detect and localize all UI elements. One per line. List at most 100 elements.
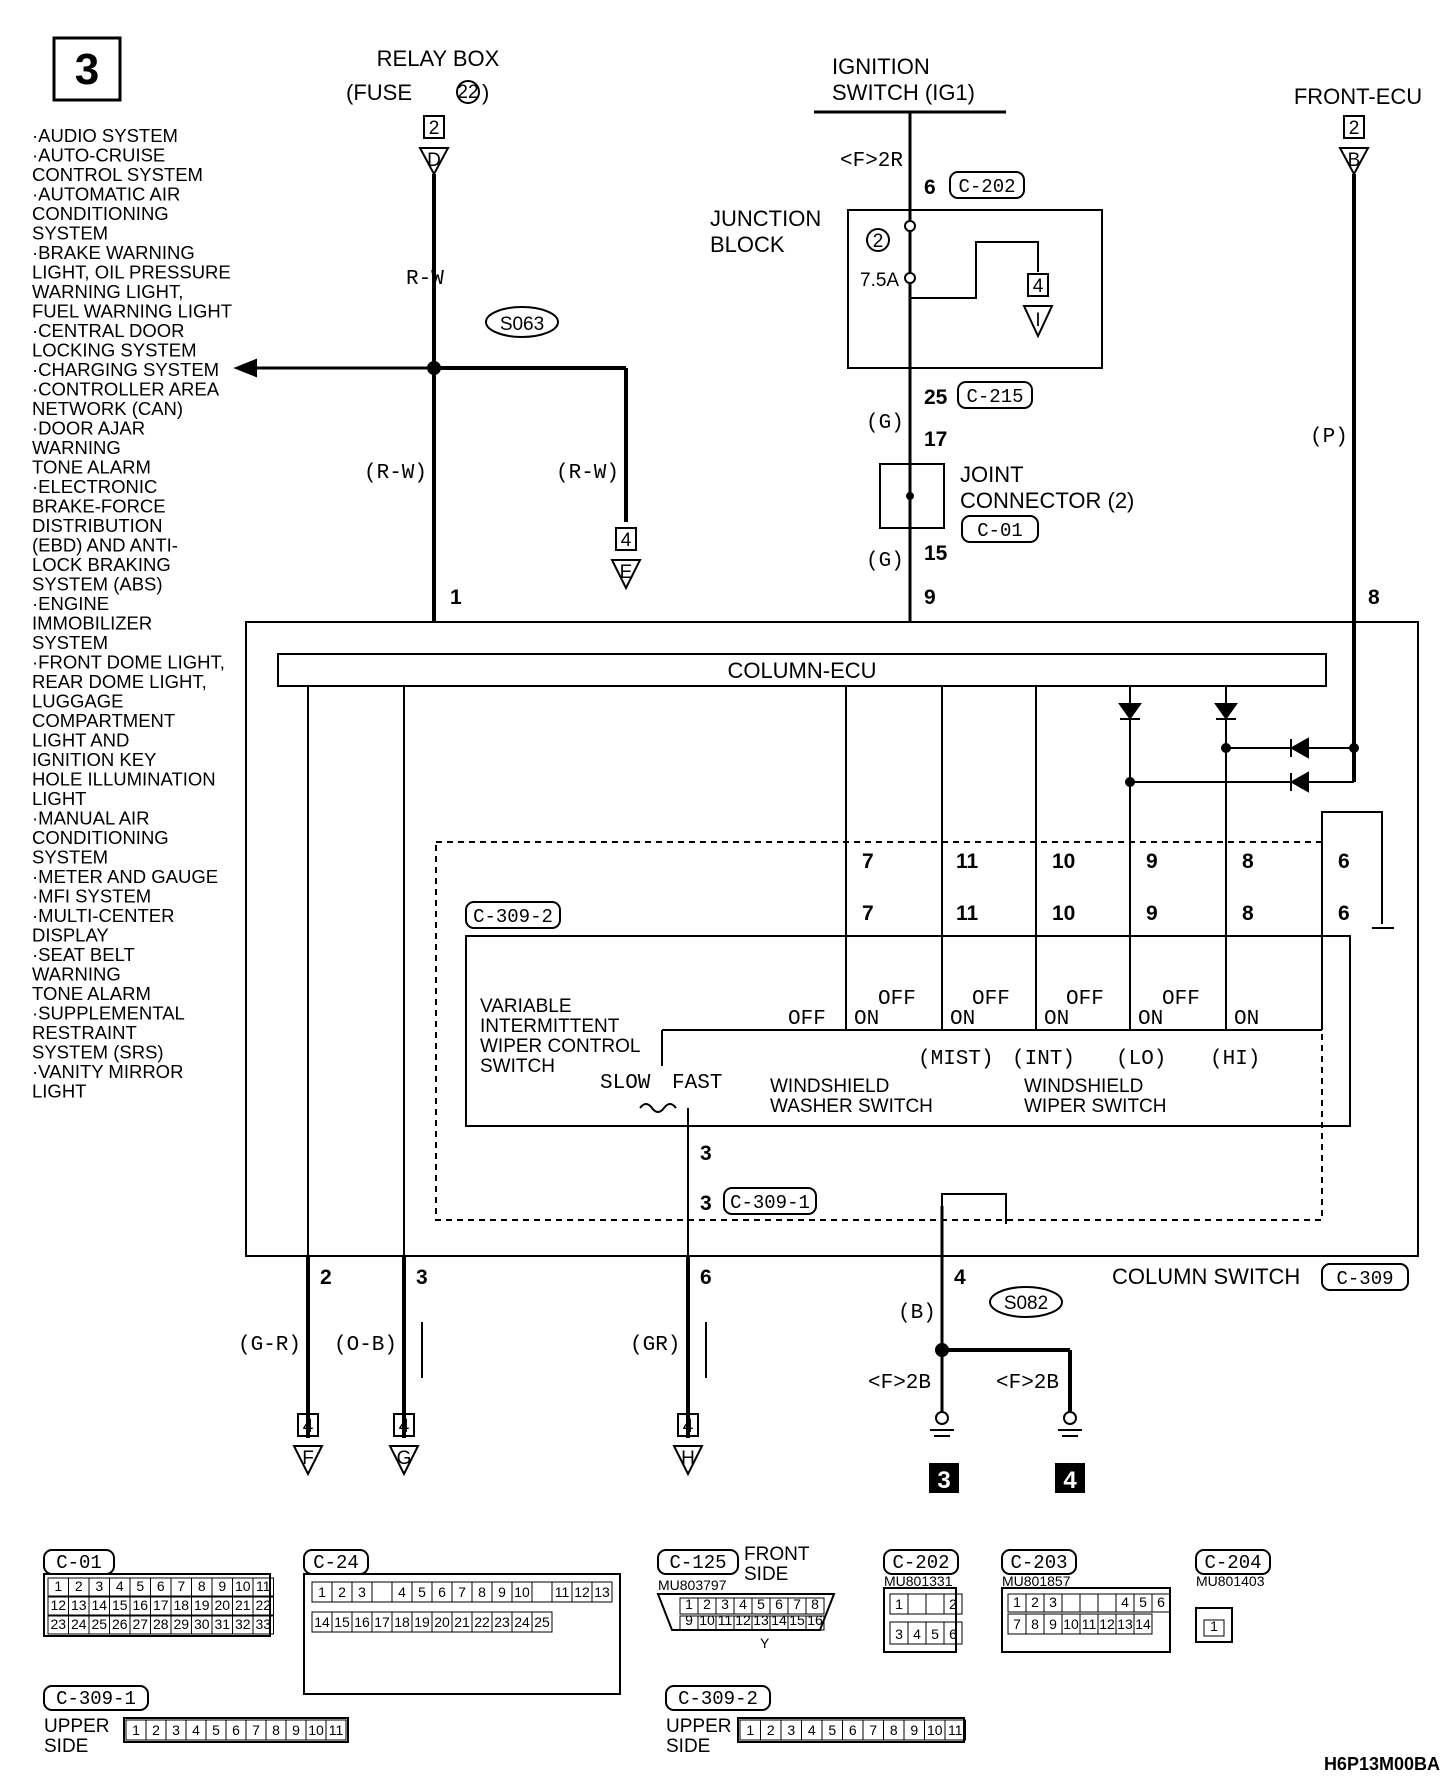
conn-c01-body — [43, 1573, 271, 1637]
pin-cell-number: 4 — [398, 1584, 406, 1600]
system-item: ·AUTOMATIC AIR — [32, 184, 180, 205]
cv-c204: C-204 — [1204, 1552, 1261, 1574]
system-item: SYSTEM — [32, 632, 108, 653]
ignition-label-2: SWITCH (IG1) — [832, 80, 975, 105]
ref-marker-e — [610, 559, 642, 591]
jb-fuse-number: 2 — [873, 231, 884, 252]
ref-marker-i — [1022, 305, 1054, 339]
fuse-number-circle — [866, 228, 890, 252]
pin-cell-number: 7 — [1013, 1616, 1021, 1632]
system-item: ·BRAKE WARNING — [32, 242, 195, 263]
pin-cell-number: 17 — [153, 1597, 169, 1613]
wire-label-gr2: (GR) — [630, 1334, 680, 1357]
pin-cell — [1203, 1619, 1225, 1637]
pin-cell-number: 11 — [948, 1722, 963, 1738]
system-item: ·VANITY MIRROR — [32, 1061, 183, 1082]
conn-c309: C-309 — [1336, 1268, 1393, 1290]
pin-cell-number: 27 — [132, 1616, 148, 1632]
ref-h-letter: H — [681, 1448, 695, 1469]
cv-c203: C-203 — [1010, 1552, 1067, 1574]
on-washer: ON — [854, 1008, 879, 1031]
pin-cell-number: 1 — [685, 1596, 693, 1612]
system-item: SYSTEM (SRS) — [32, 1042, 164, 1063]
system-item: CONTROL SYSTEM — [32, 164, 203, 185]
system-item: TONE ALARM — [32, 983, 151, 1004]
system-item: WARNING LIGHT, — [32, 281, 183, 302]
pin-cell-number: 2 — [703, 1596, 711, 1612]
pin-cell-number: 3 — [95, 1578, 103, 1594]
pin-cell-number: 19 — [414, 1614, 430, 1630]
pin-cell-number: 2 — [152, 1722, 160, 1738]
wiper-label-1: WINDSHIELD — [1024, 1076, 1143, 1097]
on-int: ON — [1044, 1008, 1069, 1031]
cv-c202: C-202 — [892, 1552, 949, 1574]
system-item: COMPARTMENT — [32, 710, 175, 731]
bottom-pin-2: 2 — [320, 1266, 332, 1289]
system-item: CONDITIONING — [32, 203, 169, 224]
system-item: ·ELECTRONIC — [32, 476, 157, 497]
system-item: IMMOBILIZER — [32, 613, 152, 634]
ref-g-letter: G — [397, 1448, 412, 1469]
conn-c215: C-215 — [966, 386, 1023, 408]
page-number: 3 — [75, 45, 99, 94]
ecu-pin-8: 8 — [1242, 850, 1254, 873]
system-item: ·SUPPLEMENTAL — [32, 1003, 185, 1024]
pin-cell — [943, 1593, 963, 1615]
system-item: ·METER AND GAUGE — [32, 866, 218, 887]
ref-e-num: 4 — [621, 530, 632, 551]
ground-terminal-3 — [935, 1411, 949, 1425]
c309-1-pin-3: 3 — [700, 1192, 712, 1215]
pin-cell-number: 3 — [358, 1584, 366, 1600]
pin-cell-number: 1 — [1210, 1618, 1218, 1634]
pin-cell-number: 7 — [793, 1596, 801, 1612]
pin-cell-number: 15 — [112, 1597, 128, 1613]
pin-cell-number: 7 — [869, 1722, 877, 1738]
pin-cell-number: 15 — [789, 1612, 805, 1628]
pin-cell-number: 9 — [498, 1584, 506, 1600]
pin-cell-number: 6 — [949, 1626, 957, 1642]
system-item: ·DOOR AJAR — [32, 418, 145, 439]
cv-c202-part: MU801331 — [884, 1573, 953, 1589]
pin-cell-number: 16 — [354, 1614, 370, 1630]
cv-side-2: SIDE — [666, 1736, 710, 1757]
ref-e-letter: E — [620, 562, 633, 583]
pin-cell-number: 25 — [91, 1616, 107, 1632]
conn-c204-body — [1195, 1607, 1233, 1643]
column-ecu-label: COLUMN-ECU — [727, 658, 876, 683]
pin-cell-number: 8 — [198, 1578, 206, 1594]
pin-cell-number: 23 — [50, 1616, 66, 1632]
pin-cell-number: 16 — [132, 1597, 148, 1613]
ref-marker-f — [292, 1445, 324, 1477]
pin-cell-number: 3 — [172, 1722, 180, 1738]
system-item: REAR DOME LIGHT, — [32, 671, 207, 692]
pin-cell-number: 22 — [255, 1597, 271, 1613]
system-item: WARNING — [32, 964, 121, 985]
system-item: BRAKE-FORCE — [32, 496, 166, 517]
pin-cell-number: 4 — [192, 1722, 200, 1738]
ecu-pin-7: 7 — [862, 850, 874, 873]
pin-cell-number: 17 — [374, 1614, 390, 1630]
pin-cell-number: 3 — [1049, 1594, 1057, 1610]
pin-cell-number: 5 — [757, 1596, 765, 1612]
drawing-code: H6P13M00BA — [1324, 1754, 1440, 1774]
pin-cell-number: 10 — [699, 1612, 715, 1628]
ref-marker-d — [418, 147, 450, 177]
joint-connector-2: CONNECTOR (2) — [960, 488, 1134, 513]
ref-i-letter: I — [1035, 310, 1040, 331]
cv-c203-part: MU801857 — [1002, 1573, 1071, 1589]
mist-label: (MIST) — [918, 1048, 994, 1071]
system-item: LOCKING SYSTEM — [32, 340, 196, 361]
cv-c125-part: MU803797 — [658, 1577, 727, 1593]
pin-cell-number: 18 — [173, 1597, 189, 1613]
system-item: ·MULTI-CENTER — [32, 905, 175, 926]
cv-c01: C-01 — [56, 1552, 102, 1574]
variable-label-2: INTERMITTENT — [480, 1016, 620, 1037]
diode — [1214, 703, 1238, 720]
sw-pin-6: 6 — [1338, 902, 1350, 925]
system-item: ·CONTROLLER AREA — [32, 379, 220, 400]
pin-cell — [325, 1719, 347, 1741]
cv-c125-y: Y — [760, 1635, 770, 1651]
ecu-pin-6: 6 — [1338, 850, 1350, 873]
pin-cell-number: 10 — [308, 1722, 324, 1738]
